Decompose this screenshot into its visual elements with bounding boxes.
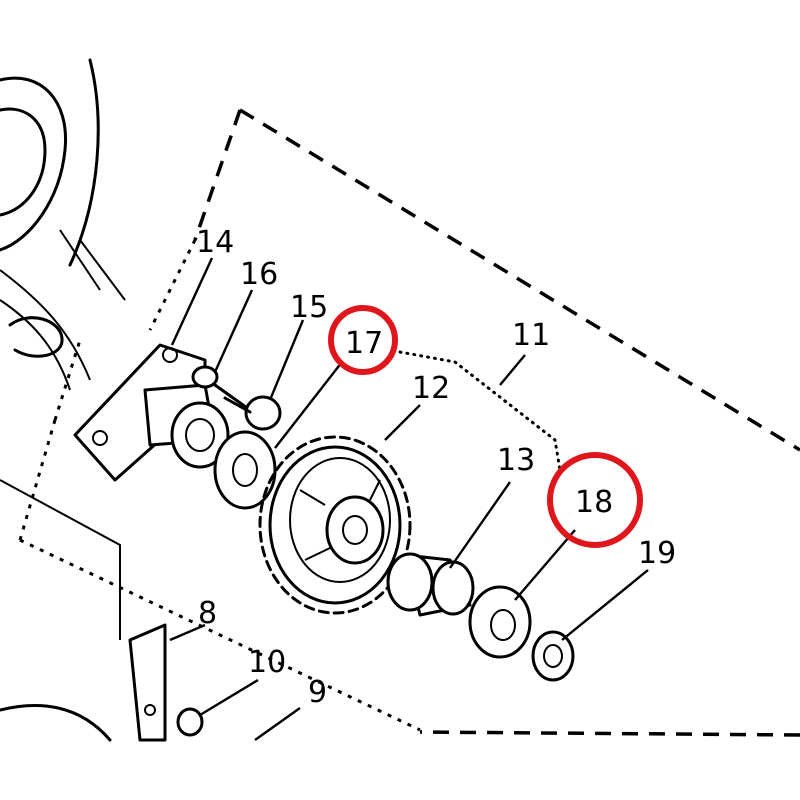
washer-part-18 (468, 585, 532, 659)
callout-18: 18 (575, 485, 613, 520)
bolt-part-15 (223, 395, 282, 431)
callout-12: 12 (412, 371, 450, 406)
callout-19: 19 (638, 536, 676, 571)
screw-part-16 (191, 365, 252, 412)
callout-labels: 14 16 15 17 11 12 13 18 19 8 10 9 (196, 225, 676, 710)
callout-8: 8 (198, 596, 217, 631)
inner-dashed-boundary (18, 239, 421, 732)
highlight-circles (328, 305, 643, 548)
callout-9: 9 (308, 675, 327, 710)
highlight-circle-18 (547, 452, 643, 548)
callout-15: 15 (290, 290, 328, 325)
callout-13: 13 (497, 443, 535, 478)
washer-part-17 (213, 430, 277, 510)
flange-part-14 (73, 343, 230, 482)
clip-part-19 (531, 630, 575, 682)
bracket-part-8 (128, 623, 167, 742)
lower-housing (0, 479, 121, 742)
nut-part-10 (176, 707, 204, 737)
gear-part-12 (258, 435, 412, 615)
callout-14: 14 (196, 225, 234, 260)
dashed-boundary (193, 108, 800, 737)
highlight-circle-17 (328, 305, 398, 375)
callout-16: 16 (240, 257, 278, 292)
callout-11: 11 (512, 318, 550, 353)
bushing-part-13 (386, 552, 475, 617)
leader-lines (169, 257, 649, 741)
engine-housing (0, 58, 126, 391)
callout-17: 17 (345, 326, 383, 361)
callout-10: 10 (248, 645, 286, 680)
